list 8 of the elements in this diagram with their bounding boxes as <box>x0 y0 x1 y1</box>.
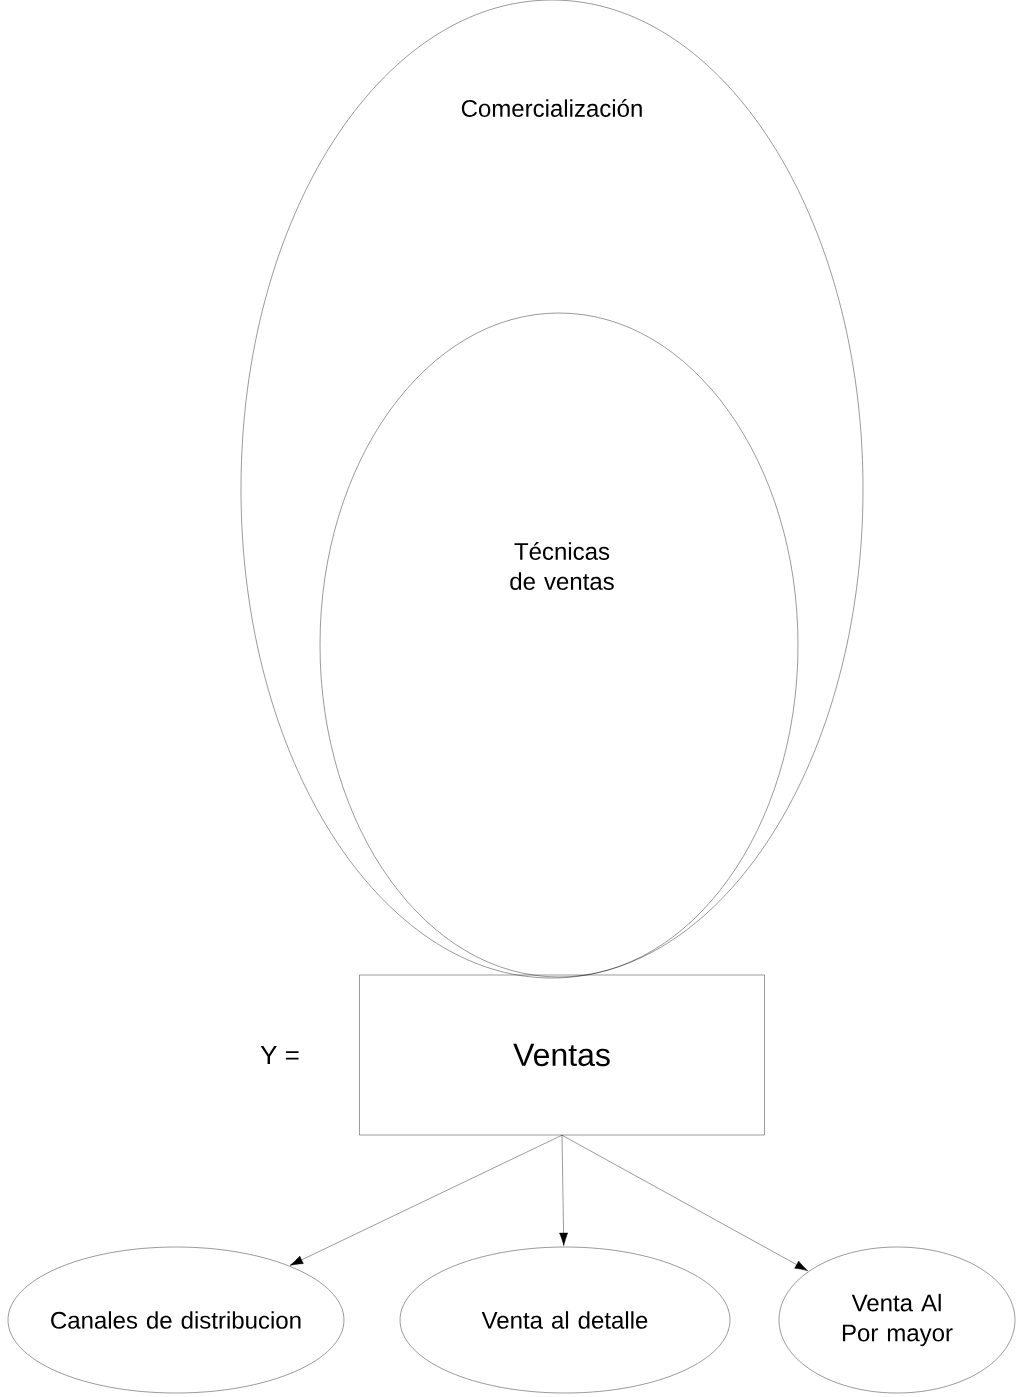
equation-label: Y = <box>260 1046 299 1064</box>
oval-node: Venta Al Por mayor <box>778 1246 1016 1394</box>
arrow <box>559 1135 568 1247</box>
arrow <box>561 1135 809 1272</box>
oval-node: Venta al detalle <box>399 1246 731 1394</box>
arrow <box>289 1135 563 1266</box>
process-box: Ventas <box>359 974 765 1136</box>
oval-node: Canales de distribucion <box>7 1246 345 1394</box>
